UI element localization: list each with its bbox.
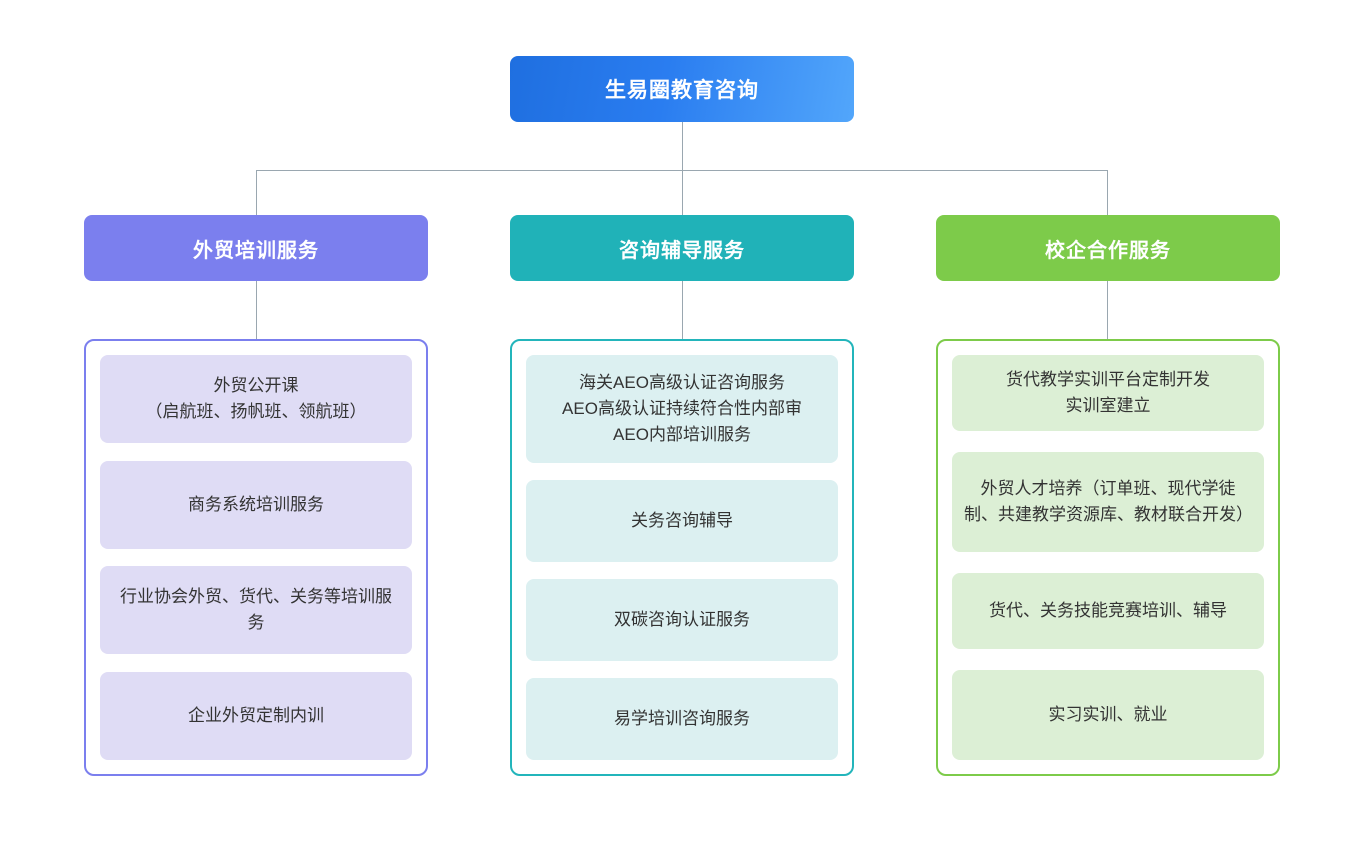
service-card[interactable]: 实习实训、就业 <box>952 670 1264 760</box>
service-card[interactable]: 易学培训咨询服务 <box>526 678 838 760</box>
connector-drop-branch-2 <box>682 170 683 215</box>
connector-root-stem <box>682 122 683 170</box>
service-card[interactable]: 商务系统培训服务 <box>100 460 412 549</box>
connector-header-to-panel-2 <box>682 281 683 339</box>
service-card[interactable]: 海关AEO高级认证咨询服务 AEO高级认证持续符合性内部审 AEO内部培训服务 <box>526 355 838 463</box>
branch-panel-2: 海关AEO高级认证咨询服务 AEO高级认证持续符合性内部审 AEO内部培训服务 … <box>510 339 854 776</box>
connector-header-to-panel-3 <box>1107 281 1108 339</box>
root-node[interactable]: 生易圈教育咨询 <box>510 56 854 122</box>
service-card[interactable]: 行业协会外贸、货代、关务等培训服务 <box>100 566 412 655</box>
branch-header-1[interactable]: 外贸培训服务 <box>84 215 428 281</box>
connector-drop-branch-3 <box>1107 170 1108 215</box>
service-card[interactable]: 双碳咨询认证服务 <box>526 579 838 661</box>
connector-header-to-panel-1 <box>256 281 257 339</box>
service-card[interactable]: 关务咨询辅导 <box>526 480 838 562</box>
branch-panel-3: 货代教学实训平台定制开发 实训室建立 外贸人才培养（订单班、现代学徒制、共建教学… <box>936 339 1280 776</box>
connector-drop-branch-1 <box>256 170 257 215</box>
service-card[interactable]: 外贸人才培养（订单班、现代学徒制、共建教学资源库、教材联合开发） <box>952 452 1264 552</box>
service-card[interactable]: 货代、关务技能竞赛培训、辅导 <box>952 573 1264 649</box>
branch-header-2[interactable]: 咨询辅导服务 <box>510 215 854 281</box>
service-card[interactable]: 外贸公开课 （启航班、扬帆班、领航班） <box>100 355 412 443</box>
service-card[interactable]: 货代教学实训平台定制开发 实训室建立 <box>952 355 1264 431</box>
branch-header-3[interactable]: 校企合作服务 <box>936 215 1280 281</box>
branch-panel-1: 外贸公开课 （启航班、扬帆班、领航班） 商务系统培训服务 行业协会外贸、货代、关… <box>84 339 428 776</box>
service-card[interactable]: 企业外贸定制内训 <box>100 671 412 760</box>
